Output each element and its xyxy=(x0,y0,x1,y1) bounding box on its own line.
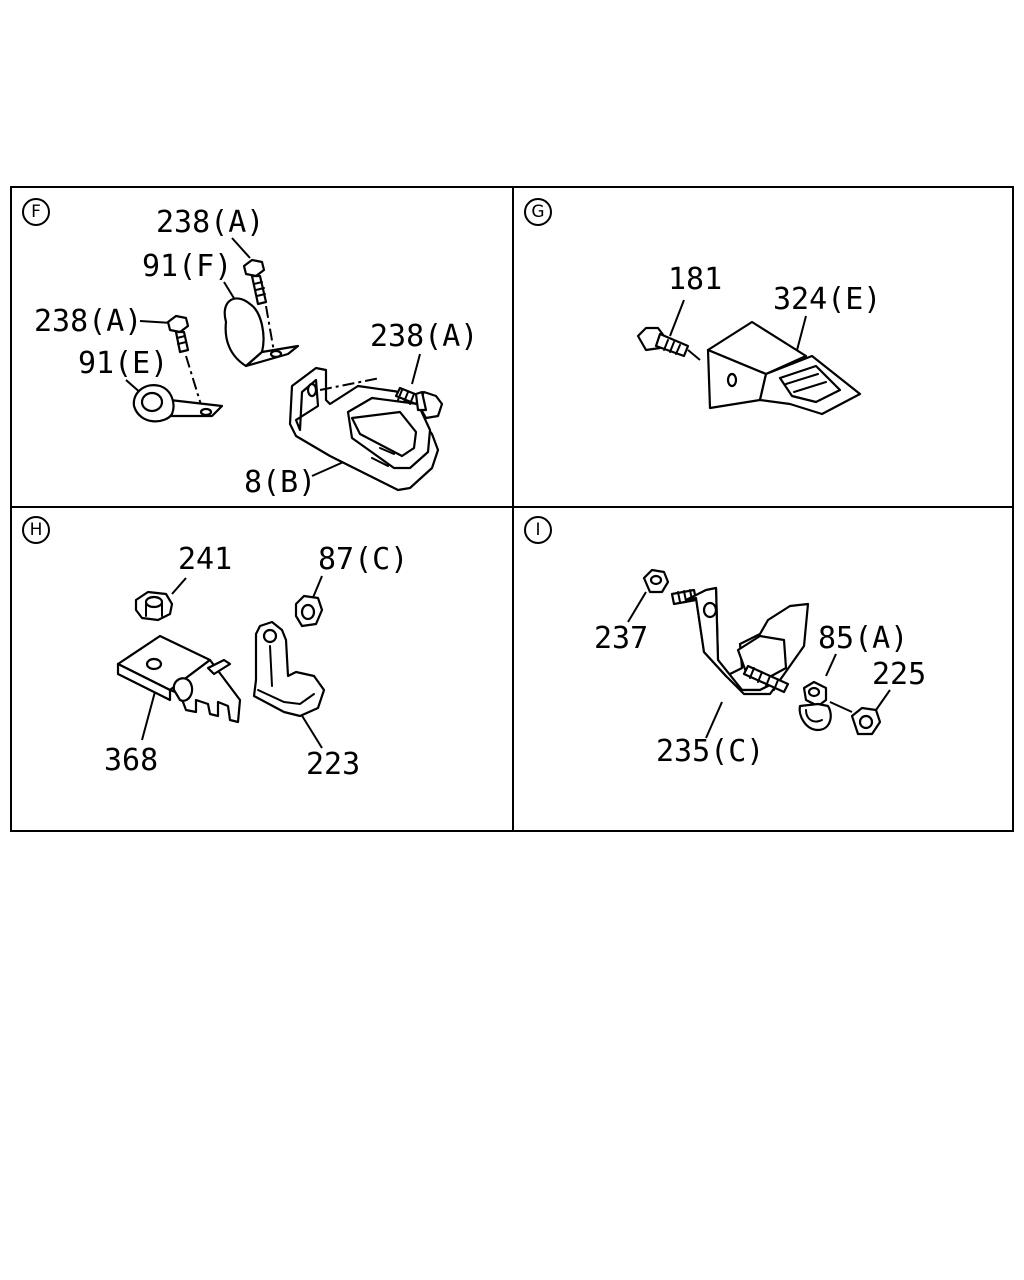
nut-237-part xyxy=(642,568,670,594)
leader-181 xyxy=(669,299,685,337)
label-225: 225 xyxy=(872,657,926,692)
nut-241-part xyxy=(134,590,174,622)
label-238a-top: 238(A) xyxy=(156,205,264,240)
bolt-181-part xyxy=(636,326,690,358)
leader-237 xyxy=(627,591,647,623)
leader-241 xyxy=(171,577,187,595)
leader-238a-right xyxy=(411,353,421,385)
panel-i: I xyxy=(514,508,1014,830)
leader-238a-top xyxy=(231,237,251,259)
bolt-238a-top-part xyxy=(242,258,268,306)
axis-line-8b xyxy=(319,377,381,391)
leader-324e xyxy=(795,315,807,355)
label-238a-left: 238(A) xyxy=(34,304,142,339)
panel-h: H xyxy=(12,508,514,830)
clip-91e-part xyxy=(132,384,224,423)
clip-223-part xyxy=(252,620,326,718)
leader-238a-left xyxy=(139,320,173,324)
label-181: 181 xyxy=(668,262,722,297)
panel-i-id: I xyxy=(524,516,552,544)
label-238a-right: 238(A) xyxy=(370,319,478,354)
leader-85a xyxy=(825,653,837,677)
axis-line-91e xyxy=(185,355,203,409)
label-368: 368 xyxy=(104,743,158,778)
bracket-324e-part xyxy=(706,320,862,416)
label-235c: 235(C) xyxy=(656,734,764,769)
label-241: 241 xyxy=(178,542,232,577)
nut-87c-part xyxy=(294,594,324,628)
label-87c: 87(C) xyxy=(318,542,408,577)
clamp-85a-part xyxy=(798,680,832,732)
bolt-238a-right-part xyxy=(394,386,444,420)
leader-87c xyxy=(311,575,323,601)
panel-g-id: G xyxy=(524,198,552,226)
leader-235c xyxy=(705,701,723,739)
leader-225 xyxy=(875,689,891,711)
label-237: 237 xyxy=(594,621,648,656)
panel-g: G xyxy=(514,188,1014,508)
nut-225-part xyxy=(850,706,882,736)
label-324e: 324(E) xyxy=(773,282,881,317)
stud-bolt-part xyxy=(742,664,790,694)
leader-368 xyxy=(141,687,157,741)
axis-line-91f xyxy=(265,305,275,353)
bracket-368-part xyxy=(116,634,242,724)
label-223: 223 xyxy=(306,747,360,782)
label-91f: 91(F) xyxy=(142,249,232,284)
label-91e: 91(E) xyxy=(78,346,168,381)
clip-91f-part xyxy=(223,297,300,368)
axis-line-181 xyxy=(687,349,701,361)
bolt-238a-left-part xyxy=(166,314,190,354)
bracket-235c-part xyxy=(684,586,810,696)
panel-h-id: H xyxy=(22,516,50,544)
panel-f: F xyxy=(12,188,514,508)
panel-f-id: F xyxy=(22,198,50,226)
label-85a: 85(A) xyxy=(818,621,908,656)
diagram-grid: F G H I xyxy=(10,186,1014,832)
label-8b: 8(B) xyxy=(244,465,316,500)
axis-line-225 xyxy=(829,701,853,713)
